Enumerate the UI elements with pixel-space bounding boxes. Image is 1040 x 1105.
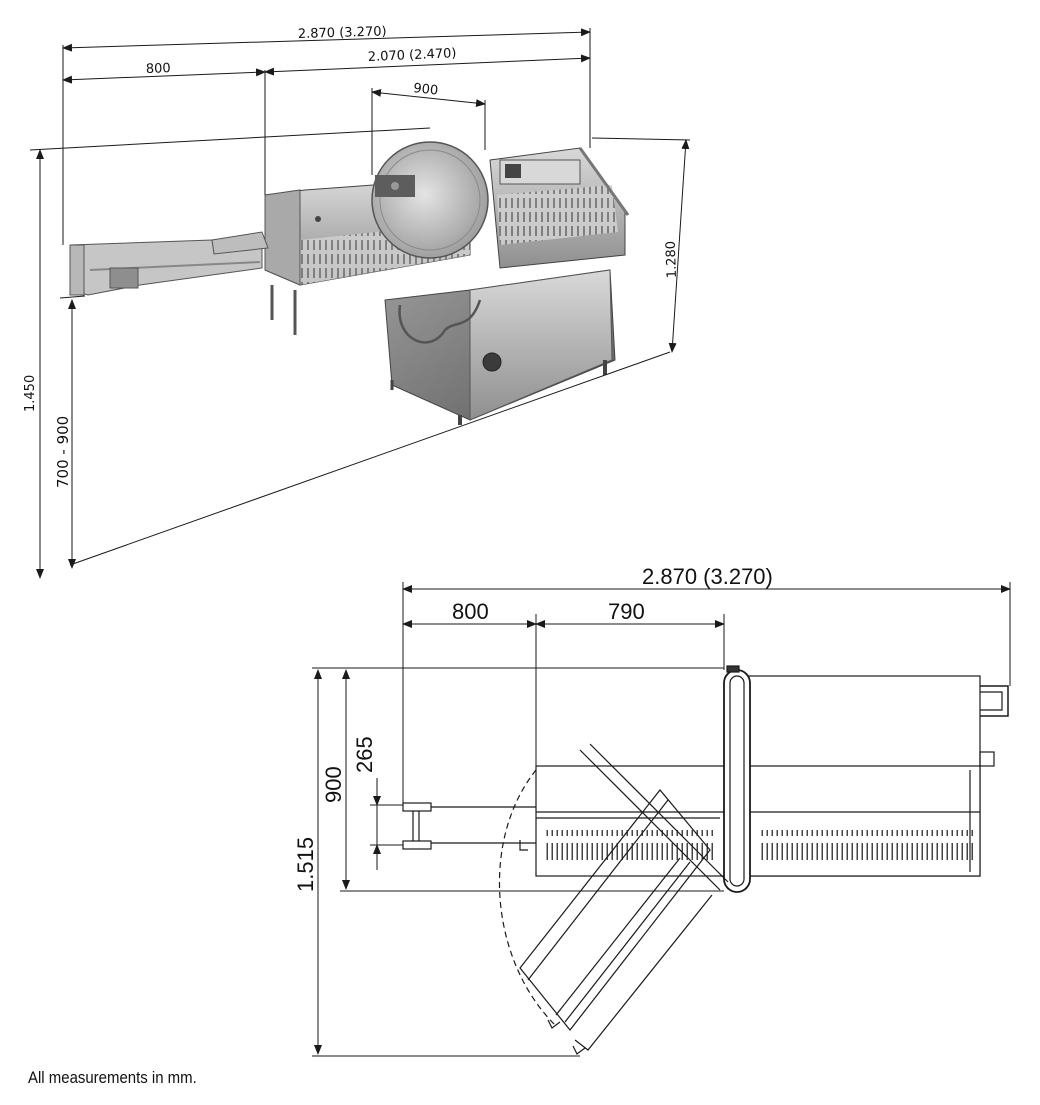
carriage-edge [555, 857, 681, 1016]
ext-line [591, 137, 691, 141]
arm-handle-bottom [402, 840, 432, 850]
ext-line [69, 351, 671, 566]
top-view-dimensions [312, 582, 1011, 1057]
carriage-tip [547, 1019, 561, 1029]
dim-total-length-line [62, 28, 591, 52]
carriage-guide [579, 749, 721, 891]
top-view: 2.870 (3.270) 800 790 1.515 900 265 [293, 564, 1011, 1057]
top-handle-offset-label: 265 [352, 736, 377, 773]
footnote: All measurements in mm. [28, 1068, 197, 1087]
carriage-foot [574, 894, 713, 1051]
dim-blade-width-line [371, 88, 486, 108]
top-view-outline [402, 665, 1009, 1055]
carriage-tip [572, 1045, 586, 1055]
iso-left-section-label: 800 [146, 61, 171, 77]
carriage-guide [589, 743, 729, 883]
ext-line [29, 127, 431, 151]
slicer-machine-illustration [69, 141, 630, 425]
iso-blade-width-label: 900 [413, 81, 439, 99]
top-view-dimension-labels: 2.870 (3.270) 800 790 1.515 900 265 [293, 564, 773, 892]
dim-machine-height-line [668, 139, 690, 353]
rear-handle-inner [980, 691, 1003, 711]
arm-clip [519, 840, 528, 851]
dim-right-section-line [264, 54, 591, 76]
arm-handle-top [402, 802, 432, 812]
iso-machine-height-label: 1.280 [664, 241, 680, 279]
blade-guard-inner [729, 675, 745, 887]
iso-dimensions [29, 28, 691, 579]
dim-left-section-line [62, 68, 266, 84]
ext-line [59, 295, 86, 299]
top-total-length-label: 2.870 (3.270) [642, 564, 773, 589]
top-total-depth-label: 1.515 [293, 837, 318, 892]
isometric-view: 2.870 (3.270) 800 2.070 (2.470) 900 1.45… [23, 24, 691, 579]
side-knob [979, 751, 995, 767]
rear-handle [980, 685, 1009, 717]
vent-slots-right [758, 830, 973, 864]
iso-right-section-label: 2.070 (2.470) [368, 46, 457, 65]
blade-guard [723, 669, 751, 893]
top-mid-section-label: 790 [608, 599, 645, 624]
top-left-section-label: 800 [452, 599, 489, 624]
vent-slots-left [545, 830, 715, 864]
iso-total-height-label: 1.450 [23, 375, 38, 412]
swung-carriage [519, 789, 711, 1031]
swivel-arc [498, 769, 556, 1026]
iso-table-height-label: 700 - 900 [54, 416, 72, 488]
carriage-edge [527, 799, 669, 981]
iso-total-length-label: 2.870 (3.270) [298, 24, 387, 42]
carriage-edge [564, 861, 691, 1023]
top-body-depth-label: 900 [321, 766, 346, 803]
guard-cap [726, 665, 740, 673]
iso-dimension-labels: 2.870 (3.270) 800 2.070 (2.470) 900 1.45… [23, 24, 680, 488]
